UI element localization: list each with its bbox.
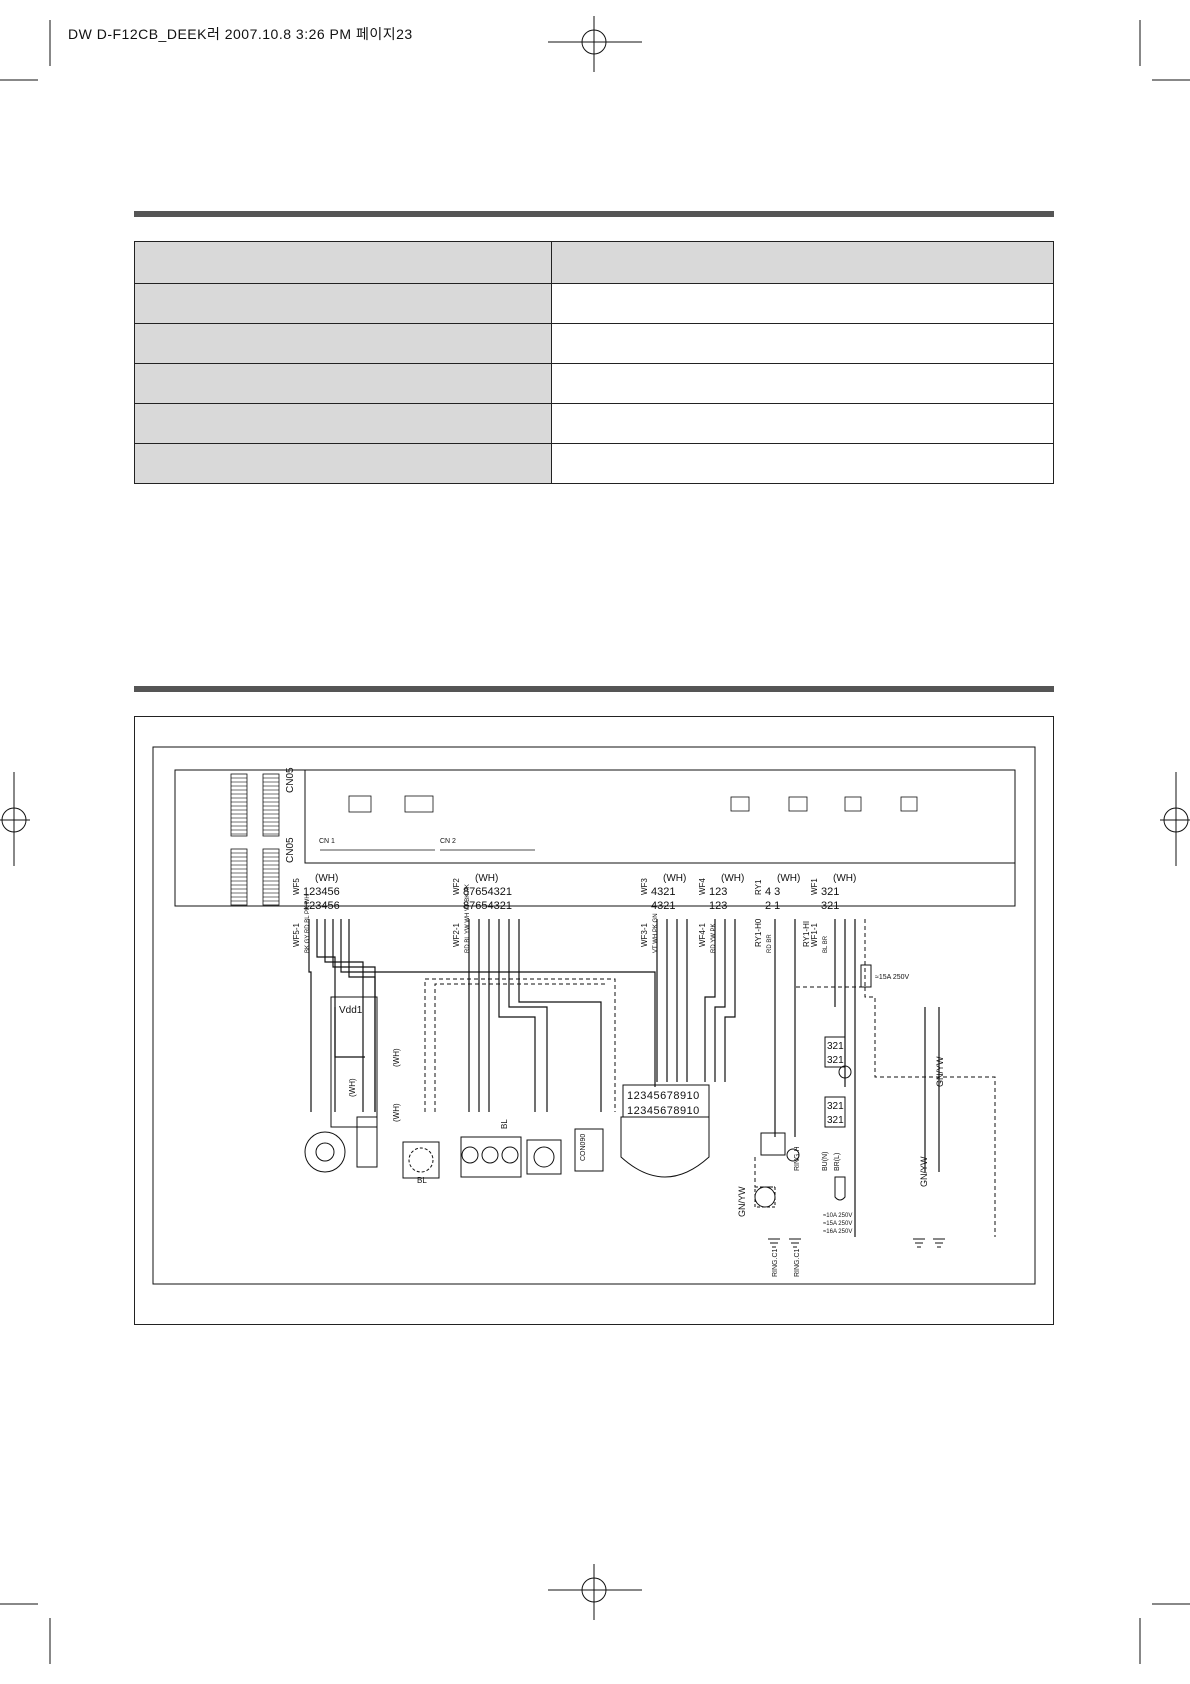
- connector-sub-id: WF1-1: [810, 922, 819, 947]
- cn05-label-2: CN05: [285, 837, 296, 863]
- bl-label-1: BL: [500, 1119, 509, 1129]
- ring-c1-label-2: RING.C1: [794, 1249, 801, 1278]
- table-cell-label: [134, 443, 552, 484]
- connector-id: WF4: [698, 878, 707, 895]
- table-cell-value: [551, 443, 1054, 484]
- table-cell-value: [551, 363, 1054, 404]
- gn-yw-label-1: GN/YW: [935, 1056, 945, 1087]
- wh-con-label-3: (WH): [348, 1078, 357, 1097]
- connector-pins-top: 123: [709, 886, 727, 898]
- print-header: DW D-F12CB_DEEK러 2007.10.8 3:26 PM 페이지23: [68, 26, 413, 42]
- connector-3pin-d: 321: [827, 1115, 844, 1126]
- connector-housing-label: (WH): [777, 873, 800, 884]
- connector-pins-top: 4321: [651, 886, 675, 898]
- connector-wire-colors: VT WH PK GN: [653, 913, 659, 953]
- table-cell-label: [134, 241, 552, 284]
- section-rule-bottom: [134, 686, 1054, 692]
- cn2-label: CN 2: [440, 838, 456, 845]
- rating-15a: ≈15A 250V: [823, 1221, 852, 1227]
- connector-housing-label: (WH): [475, 873, 498, 884]
- connector-pins-top: 87654321: [463, 886, 512, 898]
- connector-sub-id: RY1-H0: [754, 918, 763, 947]
- fuse-label: ≈15A 250V: [875, 974, 910, 981]
- connector-pins-bottom: 87654321: [463, 900, 512, 912]
- connector-pins-bottom: 321: [821, 900, 839, 912]
- connector-3pin-c: 321: [827, 1101, 844, 1112]
- connector-pins-bottom: 2 1: [765, 900, 780, 912]
- connector-pins-bottom: 123456: [303, 900, 340, 912]
- connector-pins-bottom: 123: [709, 900, 727, 912]
- gn-yw-label-3: GN/YW: [737, 1186, 747, 1217]
- connector-housing-label: (WH): [315, 873, 338, 884]
- connector-wire-colors: BL BR: [823, 935, 829, 953]
- con090-label: CON090: [580, 1134, 587, 1161]
- connector-id: RY1: [754, 879, 763, 895]
- cn05-label-1: CN05: [285, 767, 296, 793]
- connector-pins-top: 321: [821, 886, 839, 898]
- connector-3pin-b: 321: [827, 1055, 844, 1066]
- connector-id: WF1: [810, 878, 819, 895]
- rating-10a: ≈10A 250V: [823, 1213, 852, 1219]
- connector-id: WF2: [452, 878, 461, 895]
- connector-wire-colors: BK GY RD BL PK WH: [305, 894, 311, 953]
- ring-c1-label-1: RING.C1: [772, 1249, 779, 1278]
- table-cell-label: [134, 283, 552, 324]
- bl-label-2: BL: [417, 1176, 427, 1185]
- gn-yw-label-2: GN/YW: [919, 1156, 929, 1187]
- connector-sub-id-2: RY1-HI: [802, 921, 811, 947]
- bu-n-label: BU(N): [822, 1152, 829, 1171]
- spec-table: [134, 241, 1054, 484]
- wiring-diagram: CN 1 CN 2 CN05 CN05 (WH)123456123456WF5W…: [152, 746, 1036, 1285]
- br-l-label: BR(L): [834, 1153, 841, 1171]
- connector-sub-id: WF5-1: [292, 922, 301, 947]
- connector-wire-colors: RD BL YW WH VT BK PK: [465, 884, 471, 953]
- rating-16a: ≈16A 250V: [823, 1229, 852, 1235]
- connector-sub-id: WF2-1: [452, 922, 461, 947]
- wh-con-label: (WH): [392, 1103, 401, 1122]
- section-rule-top: [134, 211, 1054, 217]
- table-row: [134, 363, 1054, 404]
- table-row: [134, 403, 1054, 444]
- connector-pins-top: 123456: [303, 886, 340, 898]
- table-cell-label: [134, 363, 552, 404]
- connector-wire-colors: RD YW PK: [711, 923, 717, 953]
- connector-sub-id: WF4-1: [698, 922, 707, 947]
- cn05-connector-block: [230, 773, 280, 906]
- connector-housing-label: (WH): [721, 873, 744, 884]
- table-cell-label: [134, 403, 552, 444]
- connector-housing-label: (WH): [663, 873, 686, 884]
- connector-pins-top: 4 3: [765, 886, 780, 898]
- table-row: [134, 443, 1054, 484]
- wh-con-label-2: (WH): [392, 1048, 401, 1067]
- connector-10pin-bottom: 12345678910: [627, 1105, 700, 1117]
- connector-pins-bottom: 4321: [651, 900, 675, 912]
- connector-id: WF5: [292, 878, 301, 895]
- table-cell-value: [551, 283, 1054, 324]
- table-cell-value: [551, 241, 1054, 284]
- connector-housing-label: (WH): [833, 873, 856, 884]
- table-cell-label: [134, 323, 552, 364]
- table-row: [134, 323, 1054, 364]
- connector-10pin-top: 12345678910: [627, 1090, 700, 1102]
- connector-id: WF3: [640, 878, 649, 895]
- cn1-label: CN 1: [319, 838, 335, 845]
- vdd-label: Vdd1: [339, 1005, 363, 1016]
- ring-h-label: RING.H: [794, 1147, 801, 1172]
- table-cell-value: [551, 403, 1054, 444]
- table-cell-value: [551, 323, 1054, 364]
- table-row: [134, 283, 1054, 324]
- connector-sub-id: WF3-1: [640, 922, 649, 947]
- connector-wire-colors: RD BR: [767, 934, 773, 953]
- connector-3pin-a: 321: [827, 1041, 844, 1052]
- table-row: [134, 241, 1054, 284]
